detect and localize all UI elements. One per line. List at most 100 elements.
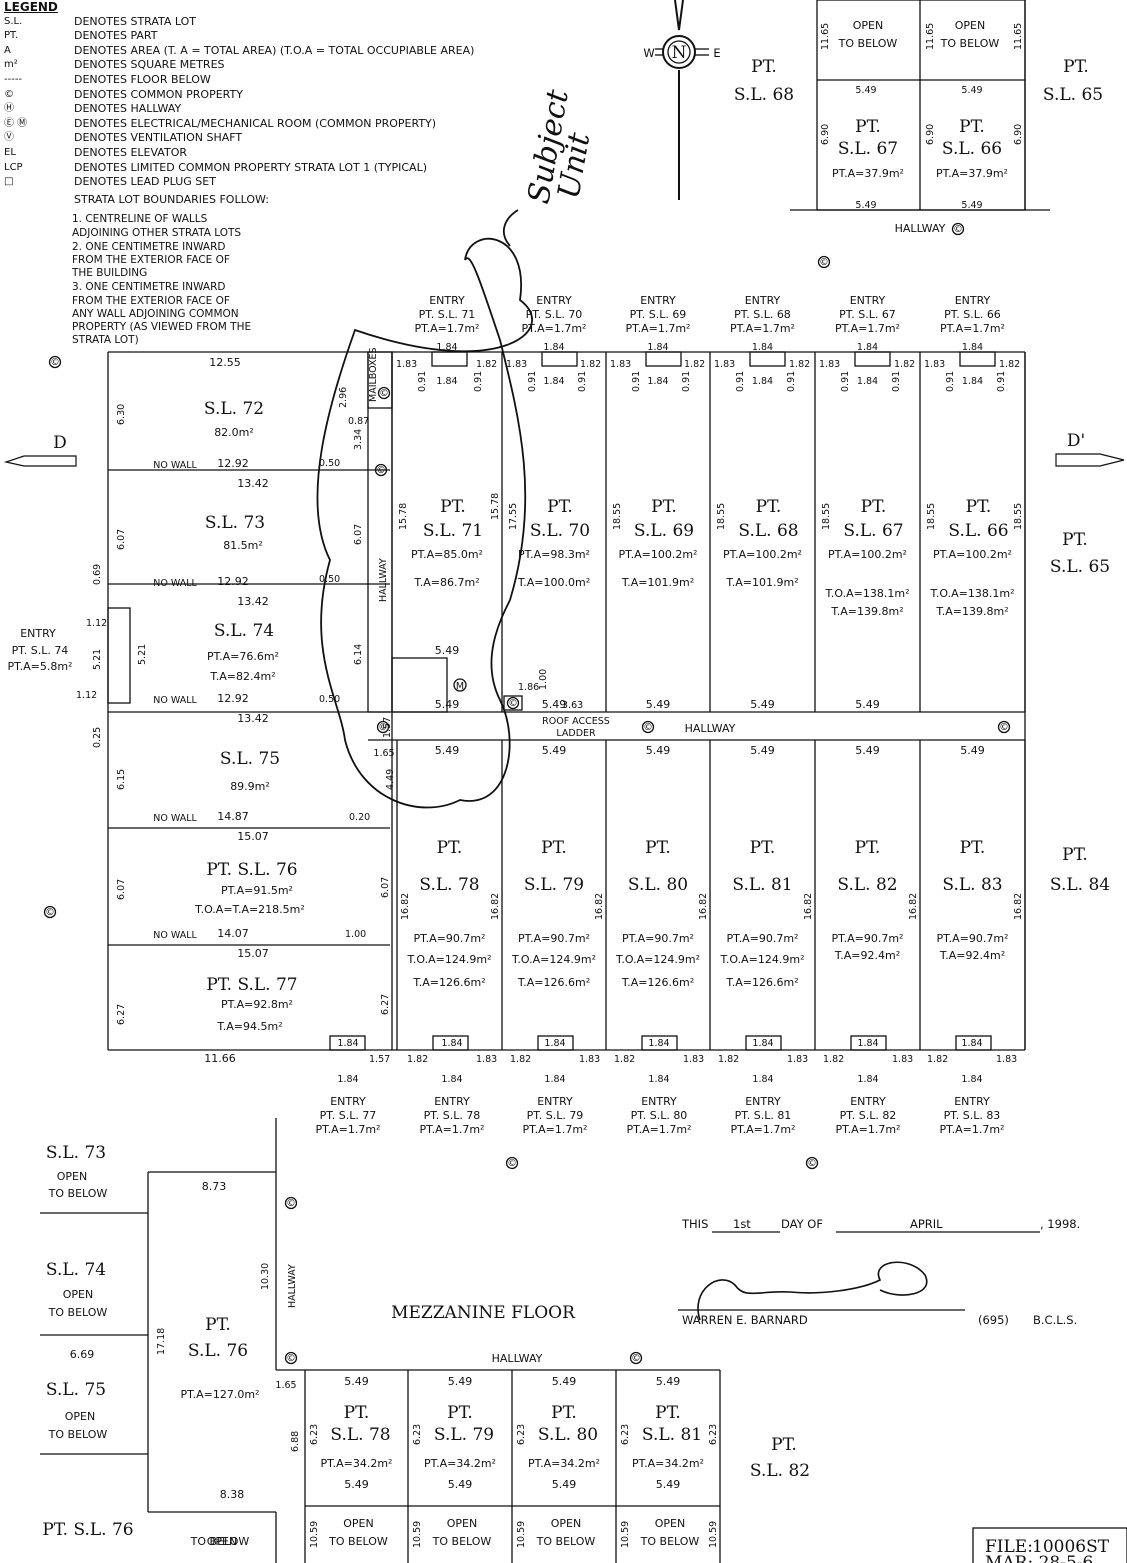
entry-label: ENTRY [850, 1095, 886, 1108]
sig-name: WARREN E. BARNARD [682, 1313, 808, 1327]
legend-description: DENOTES LEAD PLUG SET [74, 175, 216, 189]
common-property-icon [374, 463, 388, 477]
unit-pt-label: PT. [655, 1403, 681, 1423]
entry-sl-label: PT. S.L. 71 [419, 308, 476, 321]
dimension-label: 1.83 [787, 1054, 808, 1065]
legend-title: LEGEND [4, 0, 58, 14]
legend-symbol: PT. [4, 30, 19, 42]
entry-label: ENTRY [745, 1095, 781, 1108]
file-value: 10006ST [1032, 1537, 1110, 1557]
unit-ta-label: T.A=126.6m² [517, 976, 590, 989]
common-property-icon [377, 386, 391, 400]
dimension-label: 16.82 [698, 893, 709, 920]
dimension-label: 1.84 [436, 376, 457, 387]
common-property-mark: © [379, 388, 389, 399]
dimension-label: 1.12 [86, 618, 107, 629]
unit-pt-label: PT. [651, 497, 677, 517]
common-property-icon [284, 1196, 298, 1210]
mezz-unit-label: S.L. 78 [330, 1425, 390, 1445]
dimension-label: 1.84 [544, 1074, 565, 1085]
file-box [972, 1527, 1127, 1563]
open-to-below-label: TO BELOW [48, 1306, 108, 1319]
dimension-label: 1.84 [647, 342, 668, 353]
dimension-label: 5.49 [552, 1478, 577, 1491]
dimension-label: 17.18 [156, 1328, 167, 1355]
dimension-label: 0.50 [319, 458, 340, 469]
dimension-label: 16.82 [594, 893, 605, 920]
entry-area-label: PT.A=1.7m² [415, 322, 480, 335]
section-arrow-left [3, 455, 77, 467]
dimension-label: 5.49 [750, 744, 775, 757]
dimension-label: 10.59 [708, 1521, 719, 1548]
dimension-label: 0.69 [92, 564, 103, 585]
open-to-below-label: TO BELOW [640, 1535, 700, 1548]
unit-sl-label: S.L. 79 [524, 875, 584, 895]
unit-area-label: PT.A=34.2m² [632, 1457, 704, 1470]
dimension-label: 1.83 [610, 359, 631, 370]
dimension-label: 15.78 [490, 493, 501, 520]
unit-ta-label: T.A=94.5m² [216, 1020, 282, 1033]
unit-sl-label: S.L. 83 [942, 875, 1002, 895]
unit-pt-label: PT. [960, 838, 986, 858]
dimension-label: 13.42 [237, 712, 269, 725]
common-property-icon [997, 720, 1011, 734]
legend-description: DENOTES VENTILATION SHAFT [74, 131, 243, 145]
unit-area-label: PT.A=76.6m² [207, 650, 279, 663]
dimension-label: 16.82 [1013, 893, 1024, 920]
dimension-label: 3.63 [562, 700, 583, 711]
open-to-below-label: TO BELOW [328, 1535, 388, 1548]
entry-sl-label: PT. S.L. 78 [424, 1109, 481, 1122]
dimension-label: 1.65 [275, 1380, 296, 1391]
unit-area-label: PT.A=127.0m² [181, 1388, 260, 1401]
dimension-label: 1.84 [544, 1038, 565, 1049]
unit-sl-label: S.L. 81 [732, 875, 792, 895]
dimension-label: 0.87 [348, 416, 369, 427]
unit-sl-label: S.L. 70 [530, 521, 590, 541]
dimension-label: 1.84 [961, 1074, 982, 1085]
dimension-label: 11.65 [925, 23, 936, 50]
unit-pt-label: PT. [344, 1403, 370, 1423]
dimension-label: 1.83 [476, 1054, 497, 1065]
dimension-label: 1.82 [927, 1054, 948, 1065]
open-to-below-label: TO BELOW [48, 1187, 108, 1200]
common-property-mark: © [286, 1198, 296, 1209]
entry-label: ENTRY [429, 294, 465, 307]
open-to-below-label: OPEN [551, 1517, 581, 1530]
dimension-label: 5.49 [656, 1375, 681, 1388]
unit-toa-label: T.O.A=138.1m² [825, 587, 910, 600]
dimension-label: 6.23 [708, 1424, 719, 1445]
legend-description: DENOTES ELECTRICAL/MECHANICAL ROOM (COMM… [74, 116, 437, 130]
no-wall-label: NO WALL [153, 578, 197, 589]
unit-sl-label: S.L. 68 [738, 521, 798, 541]
unit-area-label: PT.A=90.7m² [937, 932, 1009, 945]
dimension-label: 1.83 [892, 1054, 913, 1065]
dimension-label: 6.88 [290, 1431, 301, 1452]
common-property-mark: © [507, 1158, 517, 1169]
unit-area-label: PT.A=34.2m² [424, 1457, 496, 1470]
unit-pt-label: PT. [440, 497, 466, 517]
dimension-label: 1.00 [538, 669, 549, 690]
dimension-label: 5.49 [855, 85, 876, 96]
dimension-label: 1.84 [961, 1038, 982, 1049]
legend-description: DENOTES STRATA LOT [74, 14, 197, 28]
unit-sl65-label: S.L. 65 [1043, 85, 1103, 105]
entry-box [641, 1035, 678, 1051]
unit-sl-label: S.L. 67 [843, 521, 903, 541]
dimension-label: 10.59 [309, 1521, 320, 1548]
dimension-label: 13.42 [237, 595, 269, 608]
open-to-below-label: OPEN [955, 19, 985, 32]
open-to-below-label: TO BELOW [48, 1428, 108, 1441]
dimension-label: 0.91 [891, 371, 902, 392]
dimension-label: 1.83 [396, 359, 417, 370]
unit-pt-label: PT. [645, 838, 671, 858]
dimension-label: 11.65 [820, 23, 831, 50]
open-to-below-label: OPEN [853, 19, 883, 32]
unit-ta-label: T.A=101.9m² [621, 576, 694, 589]
entry-box [745, 1035, 782, 1051]
unit-pt-label: PT. [751, 57, 777, 77]
unit-toa-label: T.O.A=124.9m² [615, 953, 700, 966]
unit-sl74-label: S.L. 74 [214, 621, 274, 641]
legend-symbol: © [4, 88, 14, 100]
